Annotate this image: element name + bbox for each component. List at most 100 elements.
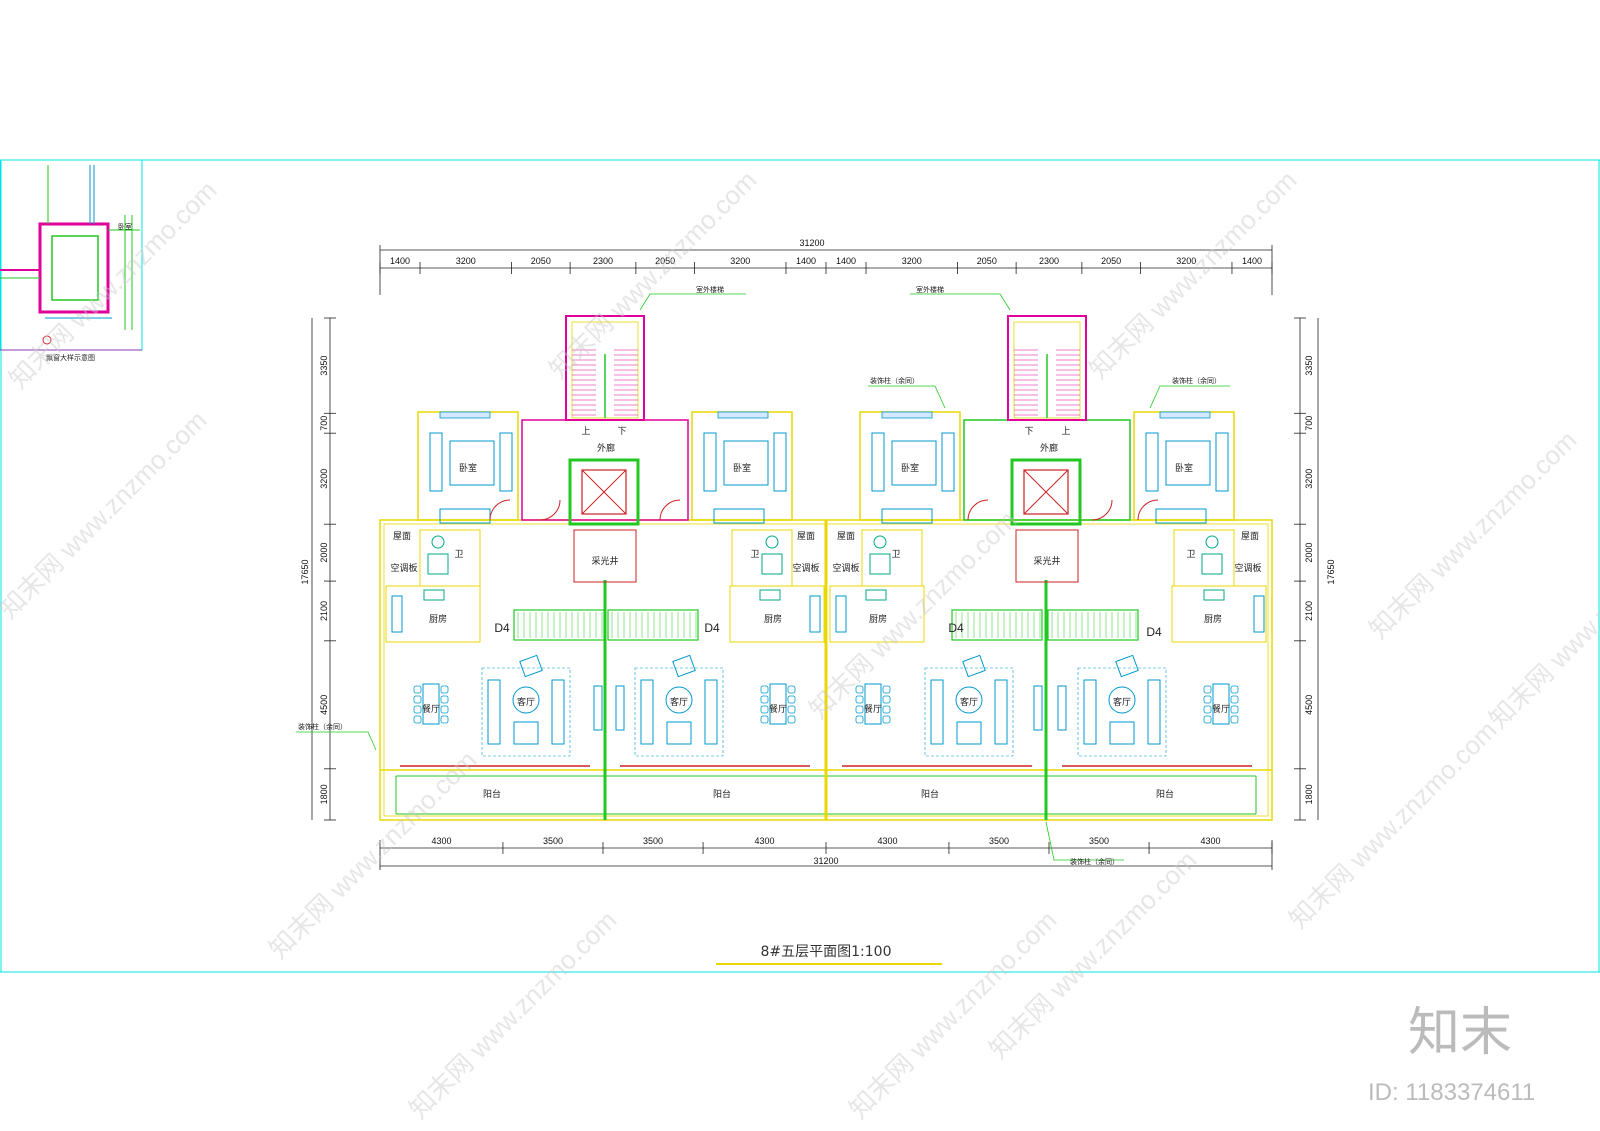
label-living-3: 客厅 [960, 696, 978, 708]
top-dim-label: 2050 [655, 256, 675, 266]
bottom-dim-label: 4300 [877, 836, 897, 846]
label-unit-type-1: D4 [494, 621, 510, 635]
annotations: 室外楼梯 室外楼梯 装饰柱（余同） 装饰柱（余同） 装饰柱（余同） 装饰柱（余同… [296, 285, 1230, 866]
label-decor-column-1: 装饰柱（余同） [870, 376, 919, 385]
left-dim-label: 3200 [319, 469, 329, 489]
bottom-dim-label: 4300 [1201, 836, 1221, 846]
top-dim-label: 2300 [593, 256, 613, 266]
watermark-id: ID: 1183374611 [1368, 1079, 1535, 1106]
right-total-dimension: 17650 [1326, 559, 1336, 584]
left-total-dimension: 17650 [300, 559, 310, 584]
label-bath-2: 卫 [750, 550, 759, 560]
top-dimension-ticks: 1400 3200 2050 2300 2050 3200 1400 1400 3200 2050… [379, 256, 1273, 274]
label-lightwell-2: 采光井 [1033, 555, 1060, 567]
left-dim-label: 1800 [319, 784, 329, 804]
label-bedroom-1: 卧室 [459, 462, 477, 474]
label-bath-1: 卫 [454, 550, 463, 560]
watermark-text: 知末网 www.znzmo.com [1283, 715, 1502, 934]
label-kitchen-1: 厨房 [429, 613, 447, 625]
top-dim-label: 3200 [902, 256, 922, 266]
right-dim-label: 700 [1304, 416, 1314, 431]
room-labels: 卧室 卧室 卧室 卧室 外廊 外廊 上 下 下 上 屋面 屋面 屋面 屋面 空调… [390, 426, 1261, 800]
detail-title: 飘窗大样示意图 [46, 353, 95, 362]
label-decor-column-3: 装饰柱（余同） [298, 722, 347, 731]
label-kitchen-3: 厨房 [869, 613, 887, 625]
bottom-dim-label: 3500 [989, 836, 1009, 846]
label-balcony-4: 阳台 [1156, 788, 1174, 800]
label-unit-type-2: D4 [704, 621, 720, 635]
top-total-dimension: 31200 [799, 238, 824, 248]
furniture [391, 432, 1265, 757]
label-corridor-2: 外廊 [1040, 442, 1058, 454]
right-dim-label: 2100 [1304, 601, 1314, 621]
label-down-1: 下 [617, 427, 626, 437]
top-dim-label: 1400 [796, 256, 816, 266]
top-dim-label: 2050 [977, 256, 997, 266]
top-dim-label: 2300 [1039, 256, 1059, 266]
watermark-text: 知末网 www.znzmo.com [1483, 515, 1600, 734]
top-dim-label: 3200 [1176, 256, 1196, 266]
top-dim-label: 2050 [531, 256, 551, 266]
left-dim-label: 2100 [319, 601, 329, 621]
label-roof-2: 屋面 [797, 531, 815, 542]
watermark-text: 知末网 www.znzmo.com [403, 905, 622, 1124]
stair-treads [517, 349, 1137, 638]
label-ac-2: 空调板 [792, 562, 819, 574]
label-dining-3: 餐厅 [864, 703, 882, 715]
label-ac-1: 空调板 [390, 562, 417, 574]
watermark-text: 知末网 www.znzmo.com [1083, 165, 1302, 384]
watermark-text: 知末网 www.znzmo.com [263, 745, 482, 964]
label-corridor-1: 外廊 [597, 442, 615, 454]
label-dining-1: 餐厅 [422, 703, 440, 715]
bottom-dim-label: 3500 [643, 836, 663, 846]
watermark-logo: 知末 [1408, 1003, 1512, 1063]
top-dim-label: 3200 [730, 256, 750, 266]
drawing-title: 8#五层平面图1:100 [761, 944, 892, 960]
top-dim-label: 1400 [1242, 256, 1262, 266]
side-dimensions [311, 318, 1319, 820]
left-dim-label: 700 [319, 416, 329, 431]
label-roof-1: 屋面 [393, 531, 411, 542]
right-dim-label: 1800 [1304, 784, 1314, 804]
watermark-text: 知末网 www.znzmo.com [543, 165, 762, 384]
watermark-text: 知末网 www.znzmo.com [0, 405, 212, 624]
label-roof-3: 屋面 [837, 531, 855, 542]
watermark-text: 知末网 www.znzmo.com [1363, 425, 1582, 644]
bottom-dim-label: 4300 [755, 836, 775, 846]
label-bedroom-2: 卧室 [733, 462, 751, 474]
bottom-dim-label: 3500 [1089, 836, 1109, 846]
top-dim-label: 1400 [390, 256, 410, 266]
left-dim-label: 3350 [319, 356, 329, 376]
left-dim-label: 4500 [319, 695, 329, 715]
label-living-1: 客厅 [517, 696, 535, 708]
label-down-2: 下 [1024, 427, 1033, 437]
label-bath-3: 卫 [891, 550, 900, 560]
right-dim-label: 4500 [1304, 695, 1314, 715]
top-dim-label: 1400 [836, 256, 856, 266]
label-decor-column-4: 装饰柱（余同） [1070, 857, 1119, 866]
label-unit-type-4: D4 [1146, 625, 1162, 639]
label-stair-outdoor-2: 室外楼梯 [916, 285, 944, 294]
right-dim-label: 3200 [1304, 469, 1314, 489]
top-dim-label: 2050 [1101, 256, 1121, 266]
label-bedroom-4: 卧室 [1175, 462, 1193, 474]
label-up-2: 上 [1061, 426, 1070, 437]
bay-window-detail: 卧室 飘窗大样示意图 [0, 159, 143, 362]
drawing-title-block: 8#五层平面图1:100 [716, 944, 942, 965]
label-ac-4: 空调板 [1234, 562, 1261, 574]
building-walls [379, 315, 1273, 821]
label-dining-4: 餐厅 [1212, 703, 1230, 715]
label-decor-column-2: 装饰柱（余同） [1172, 376, 1221, 385]
label-bath-4: 卫 [1186, 550, 1195, 560]
label-living-4: 客厅 [1113, 696, 1131, 708]
label-lightwell-1: 采光井 [591, 555, 618, 567]
label-dining-2: 餐厅 [769, 703, 787, 715]
label-up-1: 上 [581, 426, 590, 437]
label-ac-3: 空调板 [832, 562, 859, 574]
detail-room-label: 卧室 [118, 222, 132, 231]
watermark-text: 知末网 www.znzmo.com [3, 175, 222, 394]
label-kitchen-2: 厨房 [764, 613, 782, 625]
bottom-dim-label: 4300 [431, 836, 451, 846]
